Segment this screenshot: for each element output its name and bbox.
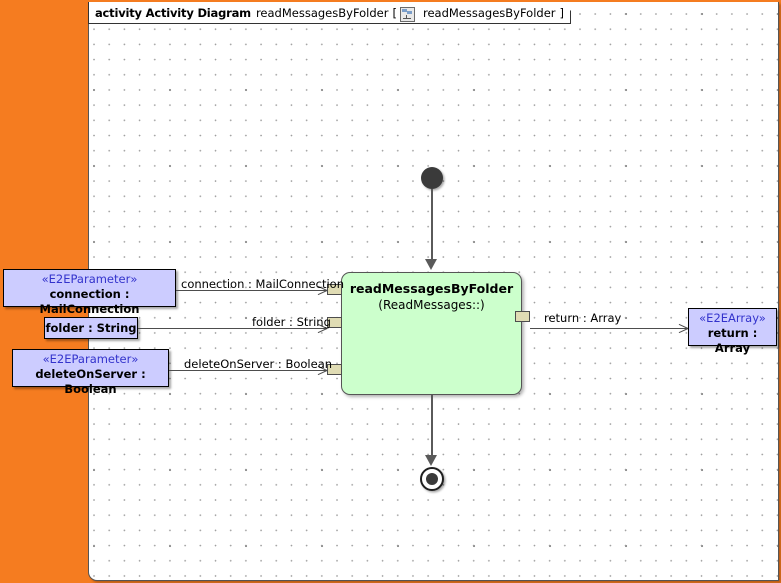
- diagram-name: readMessagesByFolder: [255, 5, 389, 20]
- bracket-open: [: [392, 5, 397, 20]
- input-pin-connection[interactable]: [327, 284, 342, 295]
- control-flow-action-to-final: [431, 395, 433, 457]
- object-flow-deleteOnServer: [169, 369, 327, 371]
- bracket-close: ]: [559, 5, 565, 20]
- diagram-keyword: activity Activity Diagram: [95, 5, 251, 20]
- edge-label-deleteOnServer: deleteOnServer : Boolean: [184, 357, 333, 371]
- control-flow-initial-to-action: [431, 189, 433, 261]
- action-node-readMessagesByFolder[interactable]: readMessagesByFolder (ReadMessages::): [341, 272, 522, 395]
- activity-final-node[interactable]: [420, 467, 444, 491]
- action-node-subtitle: (ReadMessages::): [378, 298, 485, 312]
- parameter-stereotype: «E2EParameter»: [41, 272, 138, 286]
- diagram-frame-header: activity Activity Diagram readMessagesBy…: [88, 2, 571, 24]
- control-flow-arrowhead-down: [425, 259, 437, 270]
- edge-label-connection: connection : MailConnection: [181, 277, 344, 291]
- control-flow-arrowhead-final: [425, 455, 437, 466]
- object-flow-connection: [176, 289, 327, 291]
- input-pin-deleteOnServer[interactable]: [327, 364, 342, 375]
- result-node-return[interactable]: «E2EArray» return : Array: [688, 308, 777, 355]
- edge-label-return: return : Array: [544, 311, 622, 325]
- parameter-name: connection : MailConnection: [39, 287, 140, 316]
- parameter-node-connection[interactable]: «E2EParameter» connection : MailConnecti…: [3, 269, 176, 316]
- result-name: return : Array: [707, 326, 758, 355]
- parameter-stereotype: «E2EParameter»: [42, 352, 139, 366]
- action-node-title: readMessagesByFolder: [349, 281, 514, 296]
- initial-node[interactable]: [421, 167, 443, 189]
- object-flow-return: [530, 327, 688, 329]
- result-stereotype: «E2EArray»: [699, 311, 766, 325]
- parameter-name: deleteOnServer : Boolean: [35, 367, 146, 396]
- object-flow-folder: [138, 327, 327, 329]
- activity-diagram-icon: [400, 7, 415, 22]
- parameter-name: folder : String: [45, 321, 137, 335]
- diagram-qualified-name: readMessagesByFolder: [422, 5, 556, 20]
- input-pin-folder[interactable]: [327, 317, 342, 328]
- parameter-node-folder[interactable]: folder : String: [44, 317, 138, 339]
- parameter-node-deleteOnServer[interactable]: «E2EParameter» deleteOnServer : Boolean: [12, 349, 169, 396]
- output-pin-return[interactable]: [515, 311, 530, 322]
- edge-label-folder: folder : String: [252, 315, 331, 329]
